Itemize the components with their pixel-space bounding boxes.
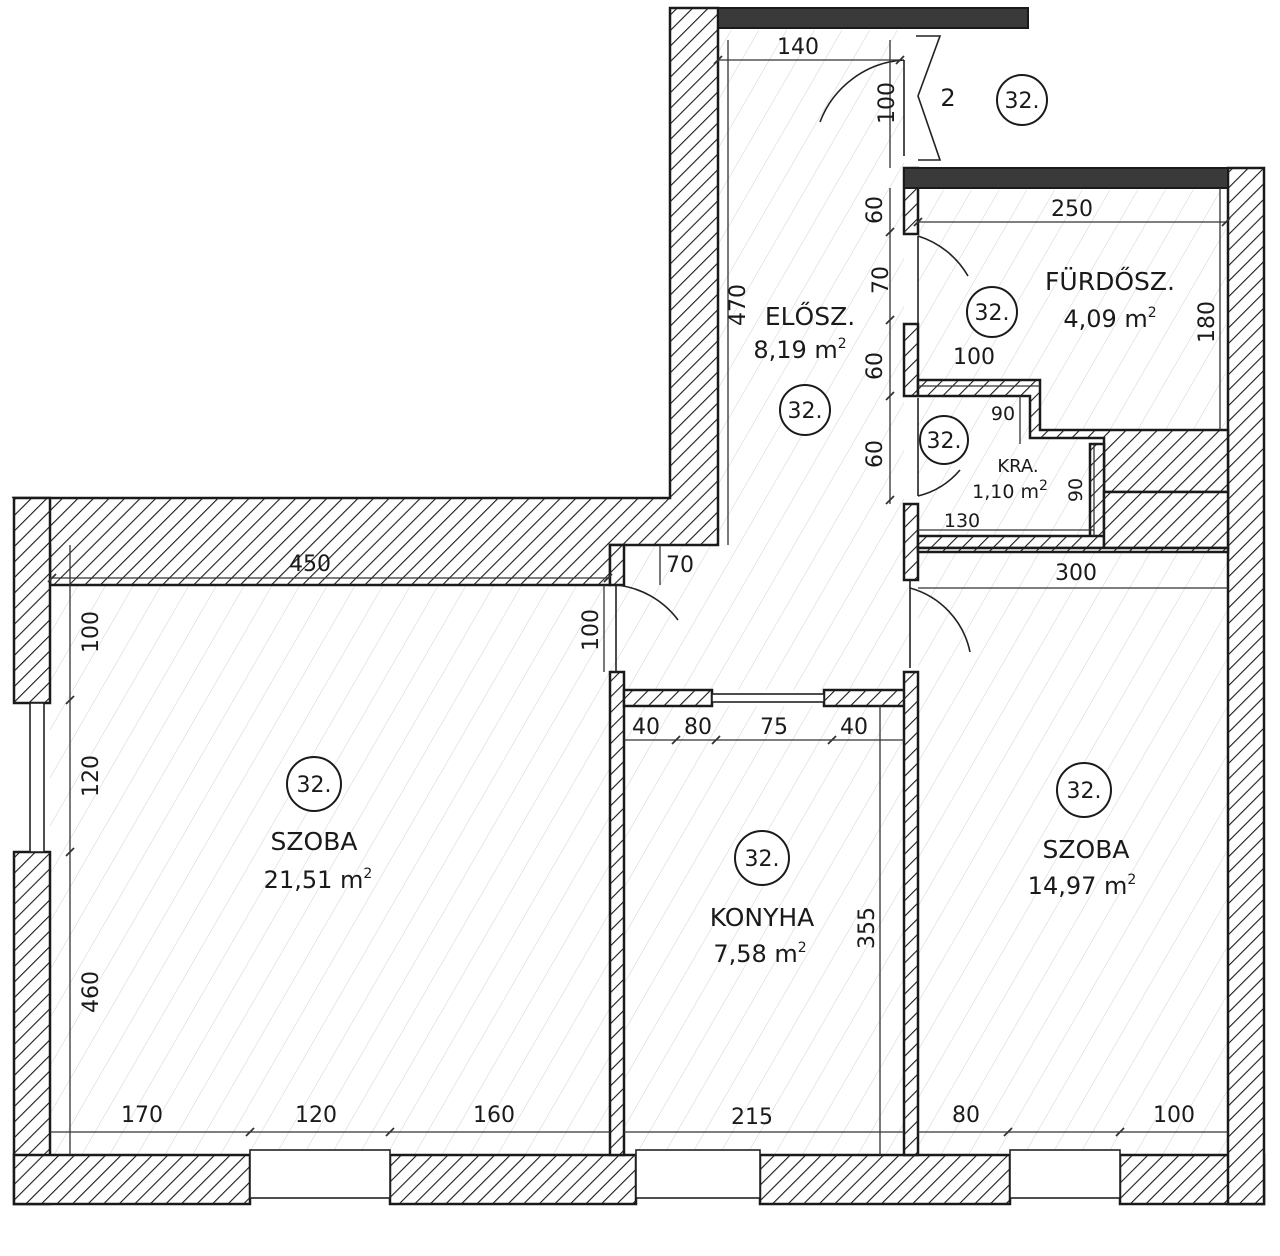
walls <box>11 6 1266 1206</box>
dim-wc-width: 130 <box>944 510 980 532</box>
dim-room-left-h3: 460 <box>79 971 104 1013</box>
wc-number: 32. <box>927 429 962 454</box>
dim-kitchen-width: 215 <box>731 1105 773 1130</box>
kitchen-opening <box>711 693 825 703</box>
dim-kitchen-40a: 40 <box>632 715 660 740</box>
window-bottom-2 <box>635 1149 761 1199</box>
wall-left-upper <box>12 496 52 705</box>
wall-partition-left-top <box>608 543 626 587</box>
kitchen-area: 7,58 m2 <box>713 940 806 968</box>
entrance-number: 32. <box>1005 89 1040 114</box>
bath-name: FÜRDŐSZ. <box>1045 266 1175 296</box>
dimension-labels: 140 100 470 250 180 60 70 60 60 100 90 9… <box>79 35 1220 1130</box>
dim-room-right-80: 80 <box>952 1103 980 1128</box>
hall-name: ELŐSZ. <box>765 301 855 331</box>
wall-right-room-top <box>916 546 1230 554</box>
dim-wc-wall: 60 <box>863 440 888 468</box>
bath-number: 32. <box>975 301 1010 326</box>
wall-bottom-3 <box>758 1153 1012 1206</box>
wall-right <box>1226 166 1266 1206</box>
dimension-lines <box>47 40 1231 1155</box>
wall-left-lower <box>12 850 52 1206</box>
floor-room-left <box>50 545 610 1155</box>
dim-room-left-160: 160 <box>473 1103 515 1128</box>
wall-hall-right-2 <box>902 322 920 398</box>
room-right-number-circle <box>1056 762 1112 818</box>
hall-number-circle <box>779 384 831 436</box>
hall-area: 8,19 m2 <box>753 336 846 364</box>
wall-wc-bottom <box>916 534 1106 550</box>
window-bottom-3 <box>1009 1149 1121 1199</box>
room-left-area: 21,51 m2 <box>264 866 373 894</box>
dim-room-left-h2: 120 <box>79 755 104 797</box>
dim-entry-width: 140 <box>777 35 819 60</box>
kitchen-number-circle <box>734 830 790 886</box>
door-wc <box>917 398 961 497</box>
wall-bottom-2 <box>388 1153 638 1206</box>
wc-name: KRA. <box>997 456 1038 477</box>
wall-hall-right-3 <box>902 502 920 582</box>
wall-bath-top <box>903 167 1229 189</box>
door-entrance-swing <box>819 59 905 156</box>
dim-bath-door: 70 <box>869 266 894 294</box>
wall-outer-north-west <box>11 6 720 587</box>
dim-entry-door: 100 <box>875 82 900 124</box>
wc-area: 1,10 m2 <box>972 478 1048 503</box>
dim-room-left-width: 450 <box>289 552 331 577</box>
door-left-room <box>615 584 679 672</box>
dim-wc-step-h: 90 <box>1065 478 1087 502</box>
window-bottom-1 <box>249 1149 391 1199</box>
dim-hall-length: 470 <box>726 284 751 326</box>
wall-partition-left <box>608 670 626 1157</box>
dim-room-left-170: 170 <box>121 1103 163 1128</box>
wc-number-circle <box>919 415 969 465</box>
door-right-room <box>909 580 971 668</box>
dim-room-left-120: 120 <box>295 1103 337 1128</box>
dim-bath-step: 100 <box>953 345 995 370</box>
dim-kitchen-depth: 355 <box>855 907 880 949</box>
wall-wc-right <box>1088 442 1106 550</box>
dim-hall-wall-2: 60 <box>863 352 888 380</box>
dim-kitchen-40b: 40 <box>840 715 868 740</box>
door-bath <box>917 235 969 324</box>
windows <box>29 693 1121 1199</box>
room-left-number-circle <box>286 756 342 812</box>
floor-kitchen <box>624 706 904 1155</box>
wall-entrance-top <box>717 7 1029 29</box>
floor-hall-lower <box>610 545 910 690</box>
dim-wc-step-w: 90 <box>991 403 1015 425</box>
dim-door-left: 100 <box>579 609 604 651</box>
room-right-area: 14,97 m2 <box>1028 872 1137 900</box>
dim-kitchen-80: 80 <box>684 715 712 740</box>
room-right-number: 32. <box>1067 779 1102 804</box>
room-left-number: 32. <box>297 773 332 798</box>
wall-wc-right-block <box>1102 490 1230 550</box>
dim-kitchen-75: 75 <box>760 715 788 740</box>
dim-bath-depth: 180 <box>1195 301 1220 343</box>
hall-number: 32. <box>788 399 823 424</box>
entrance-door-label: 2 <box>940 84 955 112</box>
kitchen-number: 32. <box>745 847 780 872</box>
entrance-number-circle <box>996 74 1048 126</box>
wall-partition-right <box>902 670 920 1157</box>
dim-hall-wall-1: 60 <box>863 196 888 224</box>
dim-bath-width: 250 <box>1051 197 1093 222</box>
wall-kitchen-top-1 <box>622 688 714 708</box>
room-left-name: SZOBA <box>271 827 358 856</box>
doors <box>615 35 971 672</box>
dim-room-right-100: 100 <box>1153 1103 1195 1128</box>
dim-door-offset: 70 <box>666 553 694 578</box>
wall-kitchen-top-2 <box>822 688 918 708</box>
kitchen-name: KONYHA <box>710 903 815 932</box>
window-left-wall <box>29 702 45 853</box>
room-right-name: SZOBA <box>1043 835 1130 864</box>
dim-room-left-h1: 100 <box>79 611 104 653</box>
door-entrance <box>916 35 942 161</box>
bath-number-circle <box>966 286 1018 338</box>
dim-room-right-width: 300 <box>1055 561 1097 586</box>
room-labels: 2 32. ELŐSZ. 8,19 m2 32. FÜRDŐSZ. 4,09 m… <box>264 74 1175 968</box>
bath-area: 4,09 m2 <box>1063 305 1156 333</box>
wall-bottom-1 <box>12 1153 252 1206</box>
